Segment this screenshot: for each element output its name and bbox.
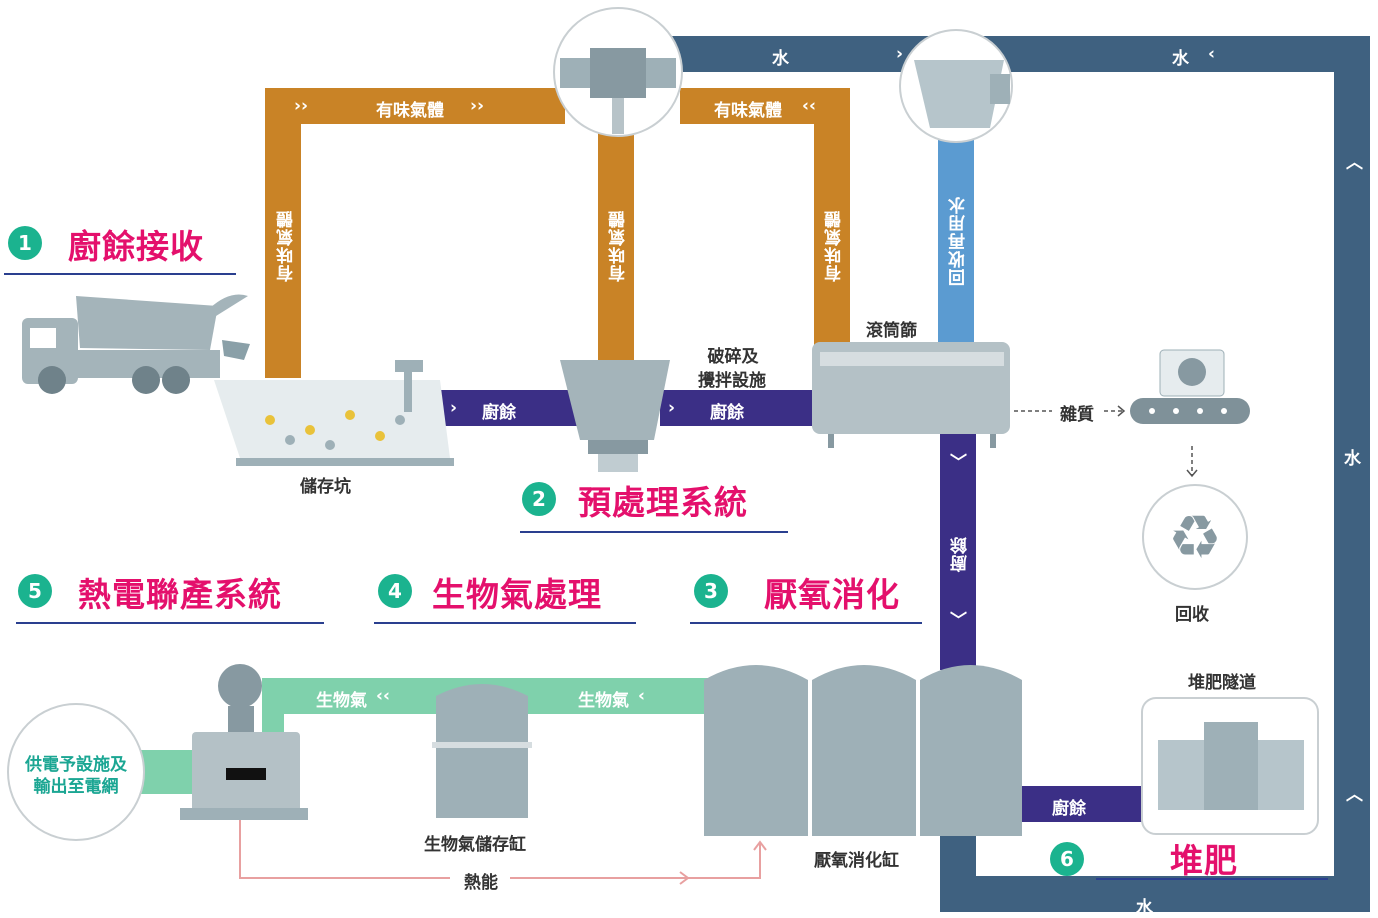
food-waste-label-2: 廚餘	[710, 403, 744, 423]
odour-label-left: 有味氣體	[277, 210, 297, 282]
step-1-badge: 1	[8, 226, 42, 260]
chevron-up-icon: ︿	[1346, 785, 1363, 805]
step-4-title: 生物氣處理	[432, 575, 602, 614]
magnetic-separator	[1130, 349, 1250, 424]
chevron-left-icon: ‹‹	[376, 686, 391, 706]
biogas-storage-tank	[432, 684, 532, 818]
odour-label-right: 有味氣體	[825, 210, 845, 282]
step-1-title: 廚餘接收	[68, 227, 204, 266]
biogas-label-2: 生物氣	[578, 691, 629, 711]
odour-control-unit	[553, 7, 683, 137]
digester-tanks	[704, 665, 1022, 836]
odour-pipe	[265, 88, 850, 380]
step-4-badge: 4	[378, 574, 412, 608]
chevron-right-icon: ›	[896, 44, 904, 64]
chevron-down-icon: ﹀	[950, 453, 967, 473]
step-1-underline	[4, 273, 236, 275]
odour-label-top-right: 有味氣體	[714, 101, 782, 121]
chevron-right-icon: ››	[294, 96, 309, 116]
step-3-title: 厭氧消化	[764, 575, 900, 614]
compost-tunnel-label: 堆肥隧道	[1188, 673, 1256, 693]
step-5-title: 熱電聯產系統	[78, 575, 282, 614]
water-label-top-2: 水	[1172, 49, 1189, 69]
chevron-right-icon: ›	[668, 398, 676, 418]
chp-engine-graphic	[180, 664, 308, 820]
chevron-down-icon: ﹀	[950, 611, 967, 631]
step-4-underline	[374, 622, 636, 624]
biogas-tank-label: 生物氣儲存缸	[424, 835, 526, 855]
impurities-label: 雜質	[1060, 405, 1094, 425]
chevron-up-icon: ︿	[1346, 153, 1363, 173]
food-waste-label-vertical: 廚餘	[951, 536, 971, 572]
step-3-badge: 3	[694, 574, 728, 608]
water-label-bottom: 水	[1136, 898, 1153, 918]
food-waste-pipe	[440, 390, 1150, 822]
crushing-label-line1: 破碎及	[707, 347, 759, 367]
chevron-right-icon: ››	[470, 96, 485, 116]
drum-screen-label: 滾筒篩	[866, 321, 917, 341]
step-6-underline	[1096, 878, 1328, 880]
step-2-badge: 2	[522, 482, 556, 516]
digester-label: 厭氧消化缸	[814, 851, 899, 871]
storage-pit-graphic	[214, 360, 454, 466]
step-6-badge: 6	[1050, 842, 1084, 876]
drum-screen-graphic	[812, 342, 1010, 448]
water-label-top-1: 水	[772, 49, 789, 69]
heat-line	[239, 820, 767, 885]
heat-label: 熱能	[464, 873, 498, 893]
recycle-circle: ♻	[1142, 484, 1248, 590]
crusher-graphic	[560, 360, 670, 472]
step-2-title: 預處理系統	[578, 483, 748, 522]
step-2-underline	[520, 531, 788, 533]
impurities-arrow	[1014, 405, 1198, 478]
power-output-label-line1: 供電予設施及	[25, 755, 127, 775]
odour-label-top-left: 有味氣體	[376, 101, 444, 121]
chevron-left-icon: ‹‹	[802, 96, 817, 116]
chevron-left-icon: ‹	[1208, 44, 1216, 64]
step-6-title: 堆肥	[1170, 841, 1238, 880]
storage-pit-label: 儲存坑	[300, 477, 351, 497]
recycle-label: 回收	[1175, 605, 1209, 625]
garbage-truck	[22, 294, 250, 394]
food-waste-label-compost: 廚餘	[1052, 799, 1086, 819]
water-recycling-unit	[899, 29, 1013, 143]
food-waste-label-1: 廚餘	[482, 403, 516, 423]
compost-tunnel-graphic	[1141, 697, 1319, 835]
odour-label-middle: 有味氣體	[609, 210, 629, 282]
chevron-right-icon: ›	[450, 398, 458, 418]
chevron-left-icon: ‹	[638, 686, 646, 706]
step-3-underline	[690, 622, 922, 624]
power-output-label-line2: 輸出至電網	[33, 777, 119, 797]
recycled-water-pipe	[938, 130, 974, 345]
step-5-underline	[16, 622, 324, 624]
power-output-circle	[7, 703, 145, 841]
crushing-label-line2: 攪拌設施	[698, 371, 766, 391]
water-label-right: 水	[1344, 449, 1361, 469]
water-pipe-inner	[976, 840, 1334, 876]
svg-text:♻: ♻	[1168, 503, 1222, 573]
recycled-water-label: 回收再用水	[949, 196, 969, 286]
step-5-badge: 5	[18, 574, 52, 608]
biogas-label-1: 生物氣	[316, 691, 367, 711]
